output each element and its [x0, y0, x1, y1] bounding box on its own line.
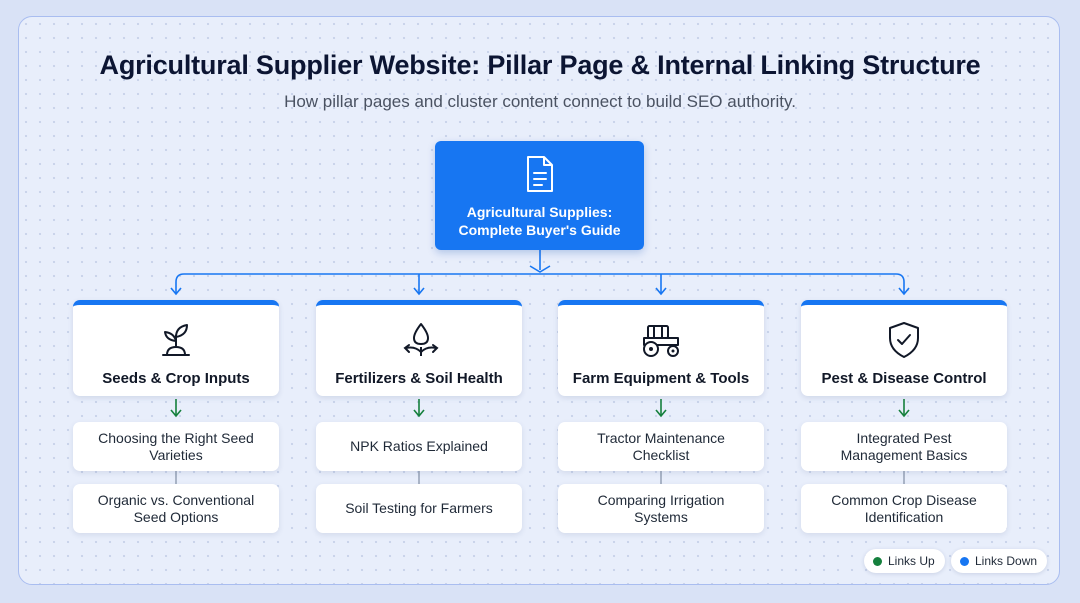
subtopic-card[interactable]: Comparing Irrigation Systems [558, 484, 764, 533]
sprout-icon [162, 324, 190, 356]
category-farm-equipment-tools[interactable]: Farm Equipment & Tools [558, 300, 764, 396]
category-label: Farm Equipment & Tools [572, 370, 750, 387]
category-label: Pest & Disease Control [821, 370, 987, 387]
blue-dot-icon [960, 556, 969, 566]
shield-check-icon [889, 322, 919, 358]
page-subtitle: How pillar pages and cluster content con… [284, 92, 796, 111]
pillar-title-line-1: Agricultural Supplies: [466, 204, 613, 220]
legend-label: Links Up [888, 554, 935, 568]
water-drop-icon [403, 323, 439, 356]
subtopic-card[interactable]: Integrated Pest Management Basics [801, 422, 1007, 471]
green-dot-icon [873, 556, 882, 566]
legend-links-down: Links Down [951, 549, 1048, 573]
category-pest-disease-control[interactable]: Pest & Disease Control [801, 300, 1007, 396]
document-icon [527, 156, 553, 192]
pillar-title-line-2: Complete Buyer's Guide [458, 222, 621, 238]
legend-links-up: Links Up [864, 549, 945, 573]
subtopic-card[interactable]: NPK Ratios Explained [316, 422, 522, 471]
legend-label: Links Down [975, 554, 1038, 568]
subtopic-card[interactable]: Organic vs. Conventional Seed Options [73, 484, 279, 533]
subtopic-card[interactable]: Choosing the Right Seed Varieties [73, 422, 279, 471]
page-title: Agricultural Supplier Website: Pillar Pa… [99, 50, 981, 80]
subtopic-card[interactable]: Soil Testing for Farmers [316, 484, 522, 533]
category-fertilizers-soil-health[interactable]: Fertilizers & Soil Health [316, 300, 522, 396]
links-up-arrowhead [529, 265, 551, 273]
category-label: Seeds & Crop Inputs [102, 370, 250, 387]
tractor-icon [643, 325, 679, 357]
subtopic-card[interactable]: Tractor Maintenance Checklist [558, 422, 764, 471]
category-seeds-crop-inputs[interactable]: Seeds & Crop Inputs [73, 300, 279, 396]
category-label: Fertilizers & Soil Health [335, 370, 503, 387]
subtopic-card[interactable]: Common Crop Disease Identification [801, 484, 1007, 533]
pillar-page-node[interactable]: Agricultural Supplies: Complete Buyer's … [435, 141, 644, 250]
